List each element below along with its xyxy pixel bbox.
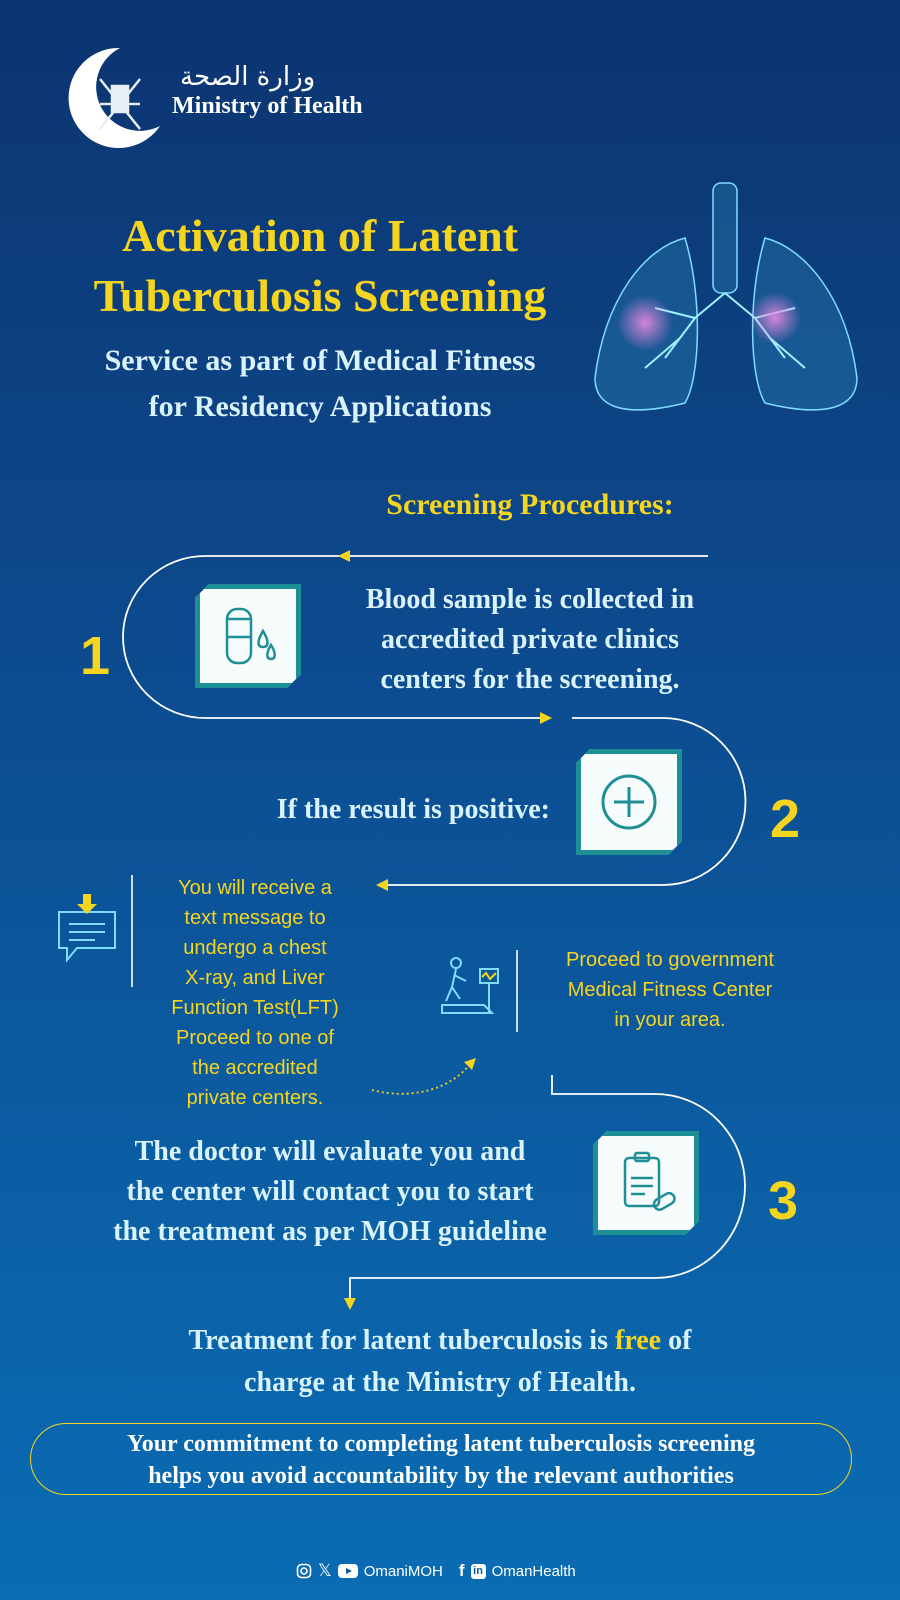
free-note-line-1: Treatment for latent tuberculosis is fre… (60, 1320, 820, 1362)
commitment-line-1: Your commitment to completing latent tub… (127, 1431, 755, 1457)
arrow-right-icon (540, 712, 552, 724)
arrow-left-icon (338, 550, 350, 562)
procedures-heading: Screening Procedures: (386, 488, 674, 521)
logo-english-text: Ministry of Health (172, 93, 363, 119)
step-2-number: 2 (770, 789, 801, 849)
linkedin-icon[interactable]: in (470, 1563, 486, 1579)
logo-arabic-text: وزارة الصحة (180, 62, 316, 92)
title-line-1: Activation of Latent (121, 210, 519, 261)
branch-left-line: Proceed to one of (176, 1027, 334, 1049)
branch-left-line: private centers. (186, 1087, 324, 1109)
step-1-text-line-3: centers for the screening. (380, 664, 680, 695)
plus-circle-icon (594, 767, 664, 837)
free-note: Treatment for latent tuberculosis is fre… (60, 1320, 820, 1404)
test-tube-blood-icon (213, 601, 283, 671)
step-2-text: If the result is positive: (276, 794, 550, 825)
branch-left-line: X-ray, and Liver (185, 967, 325, 989)
subtitle-line-2: for Residency Applications (148, 390, 492, 423)
branch-left-line: the accredited (192, 1057, 318, 1079)
youtube-icon[interactable] (337, 1564, 358, 1578)
branch-left-line: text message to (184, 907, 326, 929)
message-download-icon (55, 892, 119, 969)
lungs-illustration (585, 178, 865, 428)
arrow-left-icon (376, 879, 388, 891)
footer-social: 𝕏 OmaniMOH f in OmanHealth (296, 1560, 576, 1582)
step-2-icon-box (576, 749, 682, 855)
branch-left-text: You will receive a text message to under… (140, 873, 370, 1113)
branch-right-text: Proceed to government Medical Fitness Ce… (525, 945, 815, 1035)
subtitle-line-1: Service as part of Medical Fitness (104, 344, 536, 377)
free-highlight: free (615, 1325, 662, 1356)
instagram-icon[interactable] (296, 1563, 312, 1579)
step-3-number: 3 (768, 1171, 799, 1231)
x-icon[interactable]: 𝕏 (318, 1561, 332, 1580)
divider (131, 875, 133, 987)
handle-omanhealth[interactable]: OmanHealth (491, 1562, 576, 1580)
arrow-down-icon (344, 1298, 356, 1310)
step-1-number: 1 (80, 626, 111, 686)
branch-left-line: Function Test(LFT) (171, 997, 339, 1019)
step-3-text-line-3: the treatment as per MOH guideline (113, 1216, 547, 1247)
treadmill-fitness-icon (440, 955, 502, 1024)
handle-omanimoh[interactable]: OmaniMOH (363, 1562, 443, 1580)
facebook-icon[interactable]: f (458, 1561, 465, 1580)
free-note-text: of (661, 1325, 692, 1356)
step-3-text-line-2: the center will contact you to start (126, 1176, 534, 1207)
step-1-text-line-2: accredited private clinics (380, 624, 680, 655)
commitment-line-2: helps you avoid accountability by the re… (148, 1463, 734, 1489)
step-1-text-line-1: Blood sample is collected in (365, 584, 695, 615)
step-3-text-line-1: The doctor will evaluate you and (134, 1136, 526, 1167)
step-3-icon-box (593, 1131, 699, 1235)
branch-right-line: Proceed to government (566, 949, 774, 971)
divider (516, 950, 518, 1032)
branch-left-line: undergo a chest (183, 937, 327, 959)
title-line-2: Tuberculosis Screening (93, 270, 547, 321)
crescent-emblem-icon (68, 47, 160, 148)
free-note-line-2: charge at the Ministry of Health. (244, 1367, 636, 1398)
branch-right-line: Medical Fitness Center (567, 979, 773, 1001)
branch-left-line: You will receive a (178, 877, 332, 899)
arrow-up-right-icon (464, 1058, 476, 1070)
lungs-icon (594, 182, 858, 411)
step-1-icon-box (195, 584, 301, 688)
clipboard-pill-icon (611, 1148, 681, 1218)
free-note-text: Treatment for latent tuberculosis is (188, 1325, 615, 1356)
moh-logo (60, 44, 164, 148)
commitment-box: Your commitment to completing latent tub… (30, 1423, 852, 1495)
branch-right-line: in your area. (614, 1009, 726, 1031)
